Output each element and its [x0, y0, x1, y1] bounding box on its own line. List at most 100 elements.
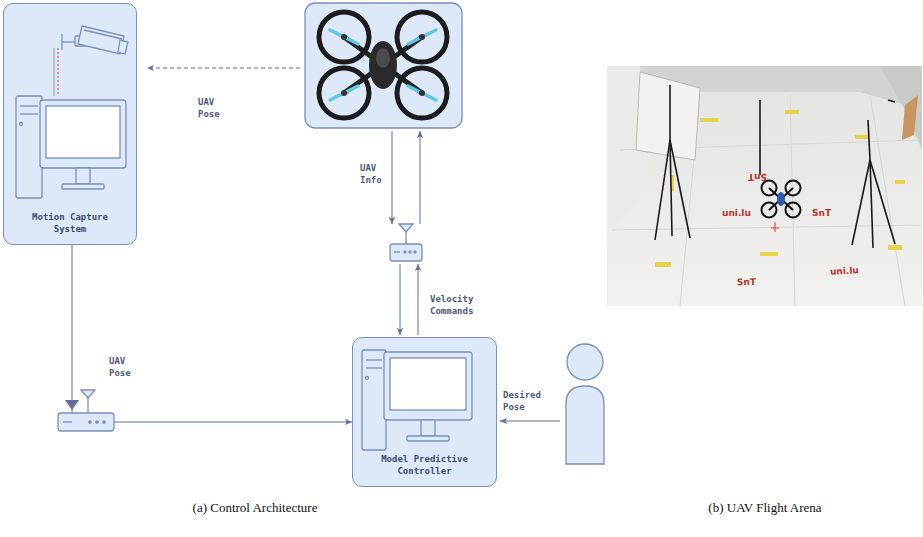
quadrotor-picture	[376, 48, 390, 68]
quadrotor-picture	[330, 86, 358, 100]
arena-photo	[655, 140, 670, 240]
router-icon	[399, 224, 413, 232]
arena-photo	[700, 118, 718, 122]
arena-photo	[786, 203, 801, 218]
desired-pose-arrow	[500, 421, 560, 422]
quadrotor-picture	[344, 37, 422, 93]
arena-photo	[680, 95, 700, 306]
pose-arrow	[147, 68, 300, 69]
arena-photo	[620, 140, 920, 150]
router-icon	[65, 400, 79, 410]
arena-photo	[888, 100, 895, 102]
arena-photo	[895, 180, 905, 184]
router-icon	[58, 390, 114, 431]
person-icon	[566, 344, 604, 464]
arena-photo	[607, 66, 922, 120]
arena-photo	[759, 100, 761, 175]
router-icon	[390, 224, 422, 261]
router-icon	[58, 413, 114, 431]
router-icon	[390, 244, 422, 261]
router-icon	[414, 251, 416, 253]
arrow-label: Velocity Commands	[430, 293, 486, 317]
node-label: Model Predictive Controller	[375, 453, 475, 477]
arena-photo	[655, 85, 895, 248]
process-box: Motion Capture System	[3, 3, 137, 245]
person-icon	[567, 344, 603, 380]
arena-photo	[870, 160, 873, 248]
router-icon	[81, 390, 95, 398]
router-icon	[87, 394, 88, 413]
figure-caption: (b) UAV Flight Arena	[708, 500, 821, 516]
info-arrows	[392, 131, 393, 224]
arena-photo	[852, 160, 870, 245]
quadrotor-picture	[319, 12, 369, 62]
router-icon	[89, 421, 91, 423]
floor-tile-text: uni.lu	[722, 208, 751, 218]
arena-photo	[870, 95, 905, 306]
arena-photo	[607, 66, 922, 306]
arena-photo	[868, 120, 870, 160]
quadrotor-picture	[319, 12, 447, 118]
arena-photo	[669, 85, 671, 140]
node-label: Motion Capture System	[20, 211, 120, 235]
arrow-label: Desired Pose	[503, 389, 553, 413]
floor-tile-text: uni.lu	[830, 265, 859, 276]
info-arrows	[418, 264, 419, 335]
quadrotor-picture	[330, 30, 436, 100]
arena-photo	[771, 228, 779, 229]
quadrotor-picture	[369, 41, 397, 89]
router-icon	[96, 421, 98, 423]
router-icon	[404, 251, 406, 253]
floor-tile-text: SnT	[748, 172, 767, 182]
connector	[72, 245, 352, 422]
quadrotor-picture	[344, 37, 422, 93]
arena-photo	[870, 160, 895, 244]
info-arrows	[400, 264, 401, 335]
quadrotor-picture	[341, 34, 347, 40]
arena-photo	[670, 175, 674, 191]
router-icon	[409, 251, 411, 253]
router-icon	[394, 251, 400, 252]
uav-box	[305, 3, 462, 128]
quadrotor-picture	[319, 68, 369, 118]
arena-photo	[612, 225, 922, 230]
arena-photo	[655, 110, 905, 267]
floor-tile-text: SnT	[737, 277, 756, 288]
info-arrows	[392, 131, 420, 335]
arrow-label: UAV Pose	[198, 96, 232, 120]
router-icon	[63, 421, 72, 422]
quadrotor-picture	[341, 90, 347, 96]
process-box: Model Predictive Controller	[352, 337, 497, 487]
arena-photo	[902, 95, 918, 140]
floor-tile-text: SnT	[812, 208, 831, 218]
person-icon	[566, 386, 604, 464]
info-arrows	[420, 131, 421, 224]
figure-caption: (a) Control Architecture	[193, 500, 318, 516]
quadrotor-picture	[408, 30, 436, 44]
desired-pose-arrow	[500, 421, 560, 422]
arena-photo	[607, 66, 922, 306]
arena-photo	[762, 203, 777, 218]
arrow-label: UAV Info	[360, 162, 390, 186]
quadrotor-picture	[397, 68, 447, 118]
arena-photo	[880, 66, 922, 150]
quadrotor-picture	[330, 30, 358, 44]
quadrotor-picture	[419, 34, 425, 40]
arena-photo	[790, 95, 795, 306]
arena-photo	[786, 181, 801, 196]
arena-photo	[888, 245, 902, 250]
arena-photo	[775, 222, 776, 232]
arena-photo	[612, 95, 922, 306]
router-icon	[103, 421, 105, 423]
arena-photo	[760, 252, 778, 256]
arena-photo	[655, 262, 671, 267]
quadrotor-picture	[397, 12, 447, 62]
arena-photo	[762, 181, 777, 196]
quadrotor-picture	[408, 86, 436, 100]
arena-photo	[670, 140, 690, 238]
quadrotor-picture	[419, 90, 425, 96]
arena-photo	[769, 188, 793, 210]
edge-label: UAV Pose	[109, 355, 143, 379]
arena-photo	[785, 110, 799, 114]
